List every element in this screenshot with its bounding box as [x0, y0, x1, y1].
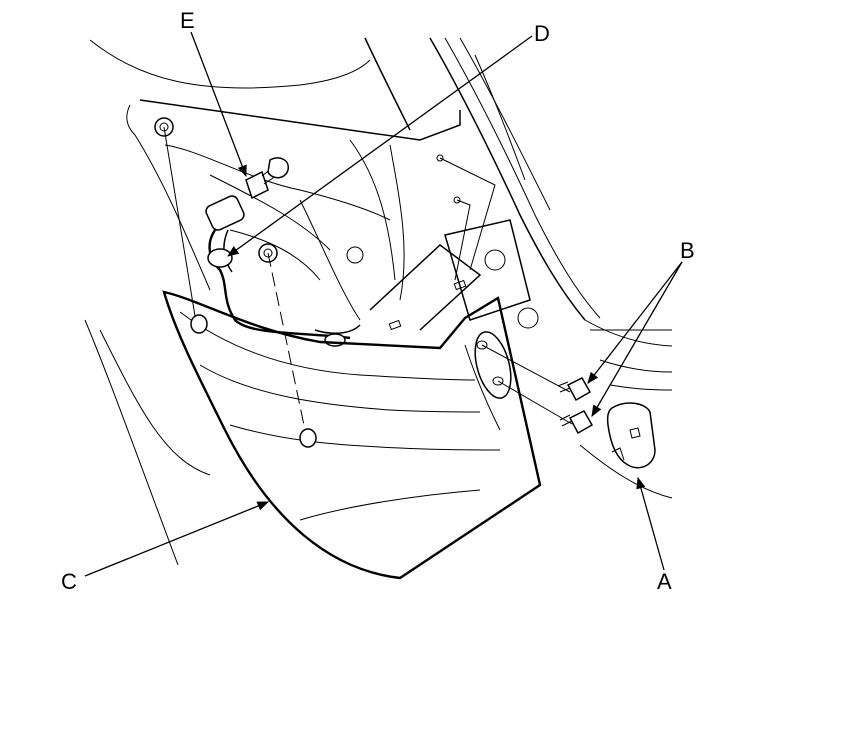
callout-label-e: E: [180, 8, 195, 33]
callout-label-b: B: [680, 238, 695, 263]
access-cover: [606, 402, 656, 469]
vehicle-body: [84, 37, 673, 566]
callout-label-d: D: [534, 21, 550, 46]
housing-opening-panel: [126, 99, 539, 331]
callout-labels: E D B C A: [61, 8, 695, 594]
mounting-bolts: [481, 344, 594, 435]
wire-harness: [205, 157, 361, 347]
callout-label-c: C: [61, 569, 77, 594]
callout-label-a: A: [657, 569, 672, 594]
callout-leaders: [84, 31, 683, 577]
tail-light-assembly: [162, 126, 542, 580]
